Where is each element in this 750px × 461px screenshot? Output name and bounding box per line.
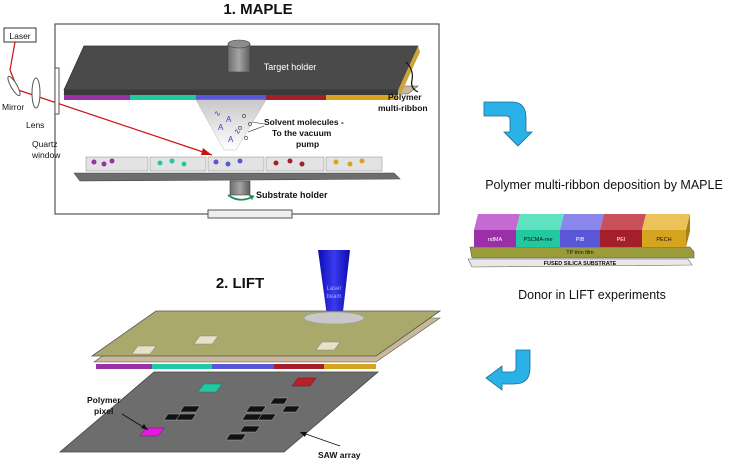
- rotation-arrowhead: [248, 194, 254, 200]
- svg-text:A: A: [218, 123, 224, 132]
- donor-ribbon-pscma: [152, 364, 212, 369]
- solvent-molecules: [238, 114, 252, 140]
- flow-arrow-bottom: [485, 349, 531, 391]
- saw-pixel-ndma: [139, 427, 165, 437]
- beam-label-1: Laser: [326, 286, 341, 292]
- solvent-label-1: Solvent molecules -: [264, 117, 344, 127]
- chamber-port: [207, 209, 293, 219]
- saw-pixel-pei: [291, 377, 317, 387]
- saw-electrodes: [163, 397, 301, 441]
- polymer-label-4: PECH: [656, 237, 671, 243]
- solvent-label-3: pump: [296, 139, 319, 149]
- donor-caption: Donor in LIFT experiments: [518, 288, 666, 302]
- target-plate-edge: [64, 90, 398, 95]
- substrate-holder-label: Substrate holder: [256, 190, 328, 200]
- substrate-label: FUSED SILICA SUBSTRATE: [544, 261, 617, 267]
- quartz-label-1: Quartz: [32, 139, 58, 149]
- ribbon-pscma: [130, 95, 196, 100]
- lens-label: Lens: [26, 120, 44, 130]
- substrate-holder-plate: [73, 172, 401, 182]
- donor-ribbon-ndma: [96, 364, 152, 369]
- donor-ribbon-pib: [212, 364, 274, 369]
- donor-pixel-2: [193, 335, 219, 345]
- substrate-cylinder: [229, 180, 251, 196]
- fused-silica-substrate: [467, 258, 693, 268]
- saw-array-pointer: [299, 431, 341, 447]
- polymer-pixel-pointer-head: [141, 424, 148, 430]
- solvent-pointer-2: [247, 125, 265, 133]
- ribbon-pech: [326, 95, 398, 100]
- saw-pixel-pscma: [197, 383, 223, 393]
- laser-arrowhead: [201, 148, 212, 155]
- deposition-caption: Polymer multi-ribbon deposition by MAPLE: [485, 178, 723, 192]
- polymer-ribbon-label-1: Polymer: [388, 92, 422, 102]
- polymer-molecules: ∿ A A ∿ A: [214, 109, 241, 144]
- polymer-pixel-label-1: Polymer: [87, 395, 121, 405]
- polymer-label-0: ndMA: [488, 237, 503, 243]
- target-side-ribbons: [398, 46, 420, 96]
- donor-pixel-1: [131, 345, 157, 355]
- target-cylinder-top: [227, 39, 251, 49]
- flow-arrow-top: [483, 101, 533, 147]
- solvent-pointer-1: [251, 121, 265, 125]
- quartz-label-2: window: [31, 150, 61, 160]
- polymer-label-2: PIB: [576, 237, 585, 243]
- polymer-ribbon-label-2: multi-ribbon: [378, 103, 428, 113]
- donor-pixel-3: [315, 341, 341, 351]
- maple-title: 1. MAPLE: [223, 1, 292, 18]
- svg-text:∿: ∿: [214, 109, 221, 118]
- mirror-label: Mirror: [2, 102, 24, 112]
- svg-text:A: A: [226, 115, 232, 124]
- mirror: [7, 75, 21, 97]
- polymer-pixel-label-2: pixel: [94, 406, 113, 416]
- saw-array-pointer-head: [300, 432, 307, 437]
- beam-label-2: beam: [326, 294, 341, 300]
- ribbon-pib: [196, 95, 266, 100]
- laser-box: [3, 27, 37, 43]
- target-holder-label: Target holder: [264, 62, 317, 72]
- polymer-blocks: [474, 214, 690, 247]
- ribbon-pei: [266, 95, 326, 100]
- donor-ribbon-pech: [324, 364, 376, 369]
- donor-ribbon-pei: [274, 364, 324, 369]
- svg-text:∿: ∿: [234, 127, 241, 136]
- maple-plume: [195, 99, 267, 151]
- svg-text:A: A: [228, 135, 234, 144]
- ribbon-ndma: [64, 95, 130, 100]
- saw-array-plate: [58, 371, 380, 453]
- solvent-label-2: To the vacuum: [272, 128, 332, 138]
- ribbon-bracket: [405, 61, 419, 93]
- lens: [31, 77, 41, 109]
- deposited-polymer-stripes: [85, 156, 383, 172]
- quartz-window: [54, 67, 60, 115]
- lift-title: 2. LIFT: [216, 275, 264, 292]
- saw-array-label: SAW array: [318, 450, 361, 460]
- polymer-label-1: PSCMA-me: [523, 237, 552, 243]
- beam-spot: [303, 311, 365, 325]
- tp-film-label: TP thin film: [566, 250, 594, 256]
- laser-label: Laser: [9, 31, 30, 41]
- polymer-label-3: PEI: [617, 237, 626, 243]
